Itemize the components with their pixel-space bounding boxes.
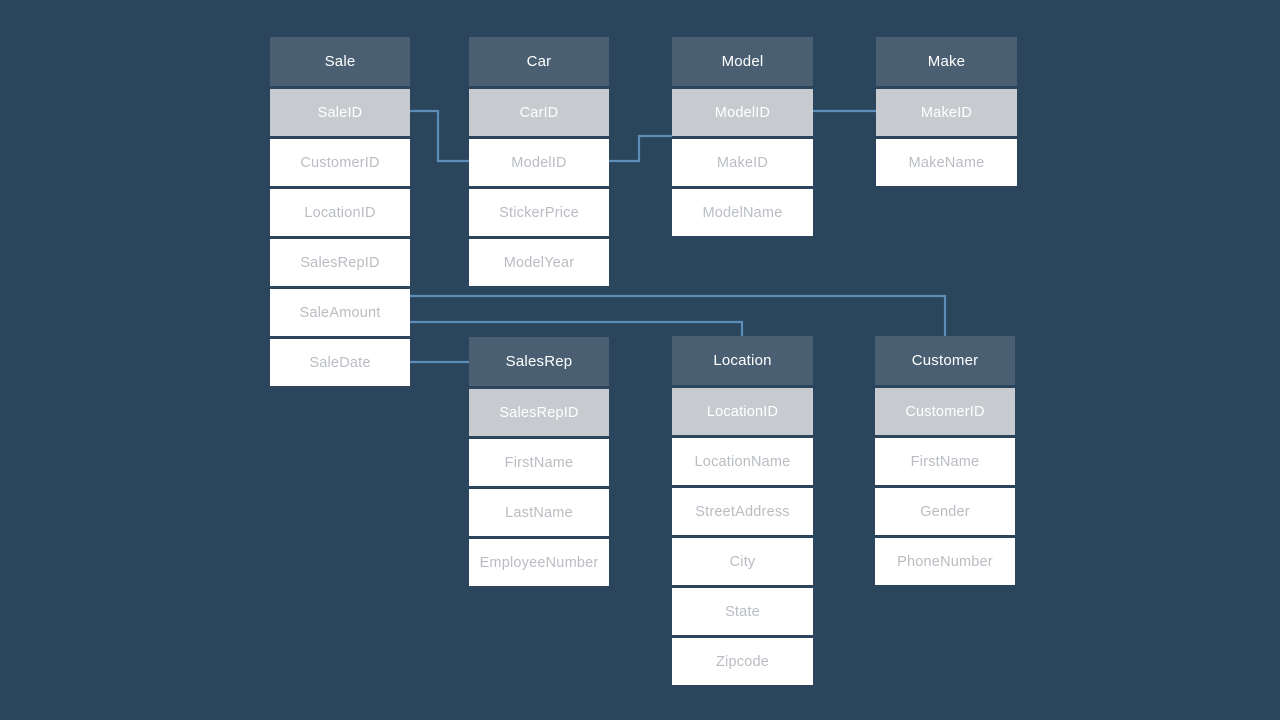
field-model-makeid[interactable]: MakeID: [672, 139, 813, 186]
field-customer-customerid[interactable]: CustomerID: [875, 388, 1015, 435]
field-car-stickerprice[interactable]: StickerPrice: [469, 189, 609, 236]
field-location-locationid[interactable]: LocationID: [672, 388, 813, 435]
field-location-state[interactable]: State: [672, 588, 813, 635]
entity-title-make: Make: [876, 37, 1017, 86]
entity-title-location: Location: [672, 336, 813, 385]
field-sale-salesrepid[interactable]: SalesRepID: [270, 239, 410, 286]
field-location-streetaddress[interactable]: StreetAddress: [672, 488, 813, 535]
field-customer-phonenumber[interactable]: PhoneNumber: [875, 538, 1015, 585]
field-car-modelid[interactable]: ModelID: [469, 139, 609, 186]
field-make-makeid[interactable]: MakeID: [876, 89, 1017, 136]
field-sale-customerid[interactable]: CustomerID: [270, 139, 410, 186]
field-location-zipcode[interactable]: Zipcode: [672, 638, 813, 685]
entity-title-model: Model: [672, 37, 813, 86]
field-model-modelname[interactable]: ModelName: [672, 189, 813, 236]
relationship-line-sale-location: [410, 320, 744, 336]
field-make-makename[interactable]: MakeName: [876, 139, 1017, 186]
entity-title-car: Car: [469, 37, 609, 86]
field-sale-saledate[interactable]: SaleDate: [270, 339, 410, 386]
field-model-modelid[interactable]: ModelID: [672, 89, 813, 136]
entity-title-sale: Sale: [270, 37, 410, 86]
field-sale-saleid[interactable]: SaleID: [270, 89, 410, 136]
field-salesrep-firstname[interactable]: FirstName: [469, 439, 609, 486]
field-salesrep-lastname[interactable]: LastName: [469, 489, 609, 536]
field-car-carid[interactable]: CarID: [469, 89, 609, 136]
field-customer-firstname[interactable]: FirstName: [875, 438, 1015, 485]
relationship-line-sale-car: [410, 109, 469, 163]
field-sale-locationid[interactable]: LocationID: [270, 189, 410, 236]
field-salesrep-employeenumber[interactable]: EmployeeNumber: [469, 539, 609, 586]
relationship-line-sale-customer: [410, 294, 947, 336]
field-sale-saleamount[interactable]: SaleAmount: [270, 289, 410, 336]
field-salesrep-salesrepid[interactable]: SalesRepID: [469, 389, 609, 436]
field-location-city[interactable]: City: [672, 538, 813, 585]
field-location-locationname[interactable]: LocationName: [672, 438, 813, 485]
field-car-modelyear[interactable]: ModelYear: [469, 239, 609, 286]
relationship-line-car-model: [609, 134, 672, 163]
field-customer-gender[interactable]: Gender: [875, 488, 1015, 535]
entity-title-salesrep: SalesRep: [469, 337, 609, 386]
entity-title-customer: Customer: [875, 336, 1015, 385]
